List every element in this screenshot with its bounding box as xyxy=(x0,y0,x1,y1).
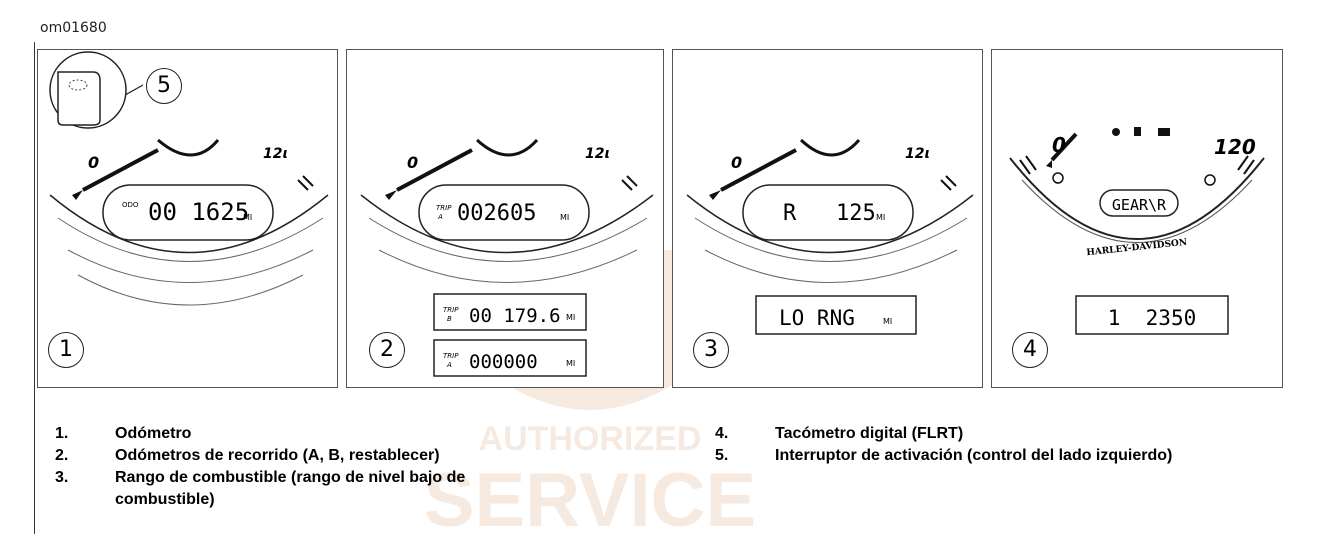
legend-item-3: 3. Rango de combustible (rango de nivel … xyxy=(55,467,615,511)
panel-odometer: 0 12ι ODO 00 1625 MI 5 1 xyxy=(37,49,338,388)
left-rule xyxy=(34,42,35,534)
gear-indicator-window xyxy=(1099,189,1179,217)
trip-a-box xyxy=(433,339,587,377)
battery-icon xyxy=(1158,128,1170,136)
lcd-unit: MI xyxy=(243,213,252,222)
callout-1: 1 xyxy=(48,332,84,368)
legend-num: 3. xyxy=(55,469,69,486)
cruise-icon xyxy=(1204,174,1216,186)
legend-text: Rango de combustible (rango de nivel baj… xyxy=(115,469,466,486)
trip-b-value: 00 179.6 xyxy=(469,305,561,327)
legend-num: 2. xyxy=(55,447,69,464)
callout-2: 2 xyxy=(369,332,405,368)
trip-b-prefix-top: TRIP xyxy=(443,306,459,314)
trip-a-prefix-top: TRIP xyxy=(443,352,459,360)
tachometer-gauge: 0 120 GEAR\R HARLEY-DAVIDSON 1 2350 xyxy=(1009,127,1265,335)
switch-button-icon xyxy=(68,79,88,91)
trip-b-box xyxy=(433,293,587,331)
odometer-gauge: 0 12ι ODO 00 1625 MI xyxy=(49,51,329,306)
legend-text: Tacómetro digital (FLRT) xyxy=(775,425,964,442)
trip-a-prefix-bottom: A xyxy=(446,361,452,369)
oil-pressure-icon xyxy=(1112,128,1120,136)
callout-3: 3 xyxy=(693,332,729,368)
gauge-label-right: 12ι xyxy=(263,146,288,162)
callout-5: 5 xyxy=(146,68,182,104)
trip-b-prefix-bottom: B xyxy=(447,315,452,323)
legend-text: Odómetro xyxy=(115,425,192,442)
trip-a-unit: MI xyxy=(566,359,575,368)
tach-label-right: 120 xyxy=(1214,135,1256,159)
legend-num: 1. xyxy=(55,425,69,442)
panel-fuel-range: 0 12ι R 125 MI LO RNG MI 3 xyxy=(672,49,983,388)
legend-item-2: 2. Odómetros de recorrido (A, B, restabl… xyxy=(55,445,615,467)
lcd-value: 00 1625 xyxy=(148,198,249,226)
low-range-value: LO RNG xyxy=(779,306,855,330)
legend-text: Odómetros de recorrido (A, B, restablece… xyxy=(115,447,440,464)
fuel-icon xyxy=(1134,127,1141,136)
inset-leader xyxy=(124,84,144,96)
lcd-prefix-top: TRIP xyxy=(436,204,452,212)
lcd-prefix-bottom: A xyxy=(437,213,443,221)
panel-trip-odometers: 0 12ι TRIP A 002605 MI TRIP B 00 179.6 M… xyxy=(346,49,664,388)
lcd-value: 002605 xyxy=(457,201,536,226)
legend-text-continued: combustible) xyxy=(115,491,215,508)
gauge-label-right: 12ι xyxy=(585,146,610,162)
lcd-unit: MI xyxy=(876,213,885,222)
gauge-label-left: 0 xyxy=(407,153,418,172)
legend-text: Interruptor de activación (control del l… xyxy=(775,447,1173,464)
lcd-window xyxy=(418,184,590,241)
figure-id: om01680 xyxy=(40,20,107,36)
lcd-window xyxy=(742,184,914,241)
lcd-value: R 125 xyxy=(783,201,876,226)
legend-item-4: 4. Tacómetro digital (FLRT) xyxy=(715,423,1315,445)
rpm-box xyxy=(1075,295,1229,335)
low-range-box xyxy=(755,295,917,335)
lcd-unit: MI xyxy=(560,213,569,222)
legend-num: 4. xyxy=(715,425,729,442)
gauge-label-right: 12ι xyxy=(905,146,930,162)
legend-left: 1. Odómetro 2. Odómetros de recorrido (A… xyxy=(55,423,615,511)
legend-item-1: 1. Odómetro xyxy=(55,423,615,445)
legend-num: 5. xyxy=(715,447,729,464)
rpm-value: 1 2350 xyxy=(1108,306,1197,330)
abs-icon xyxy=(1052,172,1064,184)
tach-label-left: 0 xyxy=(1052,133,1066,157)
low-range-unit: MI xyxy=(883,317,892,326)
legend-right: 4. Tacómetro digital (FLRT) 5. Interrupt… xyxy=(715,423,1315,467)
trip-gauge: 0 12ι TRIP A 002605 MI TRIP B 00 179.6 M… xyxy=(360,138,654,377)
callout-4: 4 xyxy=(1012,332,1048,368)
trip-a-value: 000000 xyxy=(469,351,538,373)
switch-icon xyxy=(57,71,101,126)
brand-text: HARLEY-DAVIDSON xyxy=(1086,238,1188,259)
gauge-label-left: 0 xyxy=(88,153,99,172)
range-gauge: 0 12ι R 125 MI LO RNG MI xyxy=(686,138,974,335)
trip-b-unit: MI xyxy=(566,313,575,322)
lcd-prefix: ODO xyxy=(122,201,139,209)
gear-indicator-value: GEAR\R xyxy=(1112,196,1167,214)
lcd-window xyxy=(102,184,274,241)
gauge-label-left: 0 xyxy=(731,153,742,172)
legend-item-5: 5. Interruptor de activación (control de… xyxy=(715,445,1315,467)
panel-digital-tachometer: 0 120 GEAR\R HARLEY-DAVIDSON 1 2350 4 xyxy=(991,49,1283,388)
